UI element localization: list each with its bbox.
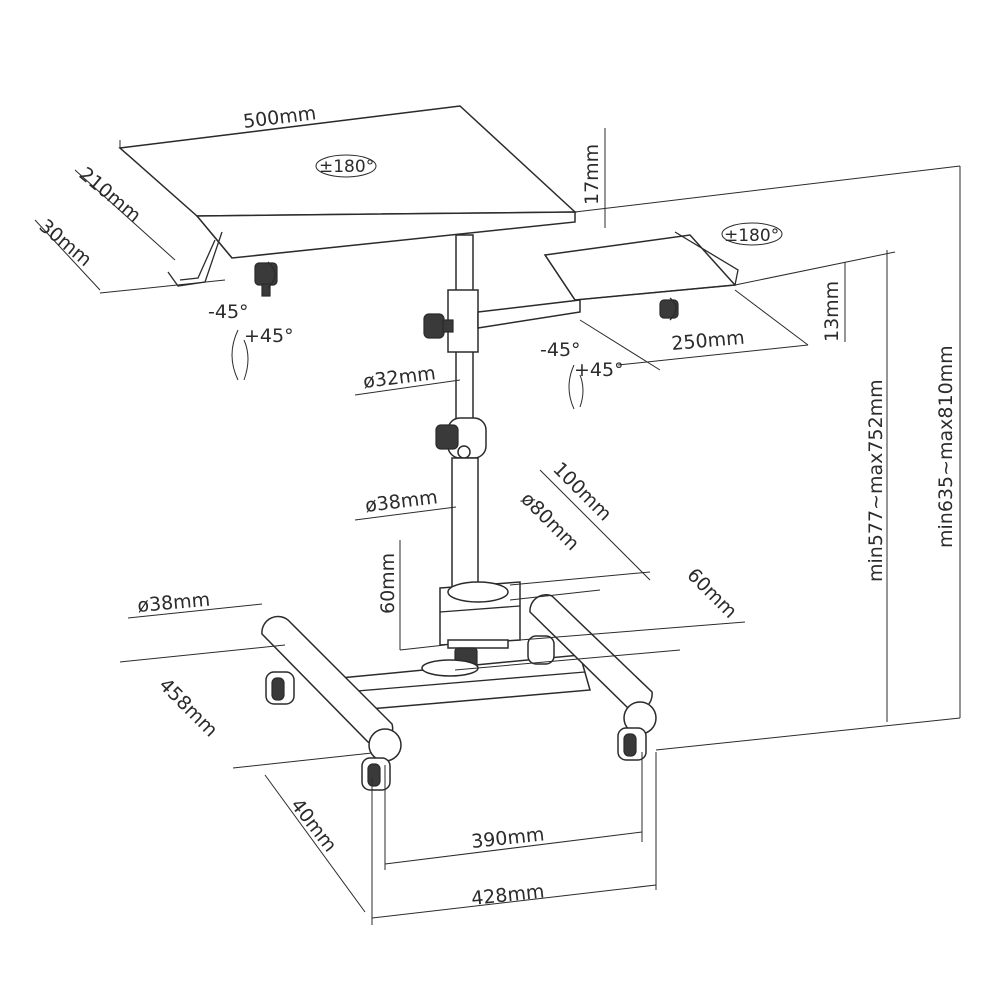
label-top-tilt-minus: -45° xyxy=(208,301,249,323)
label-side-tray-thickness: 13mm xyxy=(821,281,843,342)
label-clamp-depth: 60mm xyxy=(682,564,741,623)
label-base-tube-diameter: ø38mm xyxy=(137,589,211,617)
label-top-tray-rotation: ±180° xyxy=(319,157,374,177)
label-base-height: 40mm xyxy=(286,795,341,857)
label-inner-width: 390mm xyxy=(470,823,545,853)
top-tray xyxy=(118,105,577,297)
height-lock-knob xyxy=(435,424,459,450)
label-side-tilt-minus: -45° xyxy=(540,339,581,361)
pole-upper-knob xyxy=(423,313,454,339)
base-frame xyxy=(261,594,657,791)
label-top-tray-depth: 210mm xyxy=(75,163,145,227)
caster-front-right xyxy=(617,727,647,761)
label-height-top-tray: min635~max810mm xyxy=(935,345,957,548)
label-side-tray-rotation: ±180° xyxy=(724,226,779,246)
caster-front-left xyxy=(361,757,391,791)
label-outer-width: 428mm xyxy=(470,880,545,910)
label-lower-pole-diameter: ø38mm xyxy=(364,486,439,517)
top-tray-tilt-knob xyxy=(254,261,278,297)
top-tray-rotation-badge xyxy=(315,154,377,178)
label-top-tray-thickness: 17mm xyxy=(581,144,603,205)
label-height-side-tray: min577~max752mm xyxy=(865,379,887,582)
label-side-tilt-plus: +45° xyxy=(574,359,624,381)
label-base-depth: 458mm xyxy=(154,674,221,741)
label-upper-pole-diameter: ø32mm xyxy=(362,362,437,393)
label-top-tray-lip: 30mm xyxy=(35,215,96,271)
center-pole xyxy=(423,234,581,589)
label-clamp-height: 60mm xyxy=(377,553,399,614)
clamp xyxy=(439,581,521,671)
dimension-lines xyxy=(34,105,961,925)
caster-back-left xyxy=(265,671,295,705)
side-tray-tilt-knob xyxy=(659,297,679,321)
caster-back-right xyxy=(527,635,555,665)
side-tray-rotation-badge xyxy=(721,222,783,246)
label-side-tray-width: 250mm xyxy=(671,327,746,355)
label-top-tilt-plus: +45° xyxy=(244,325,294,347)
